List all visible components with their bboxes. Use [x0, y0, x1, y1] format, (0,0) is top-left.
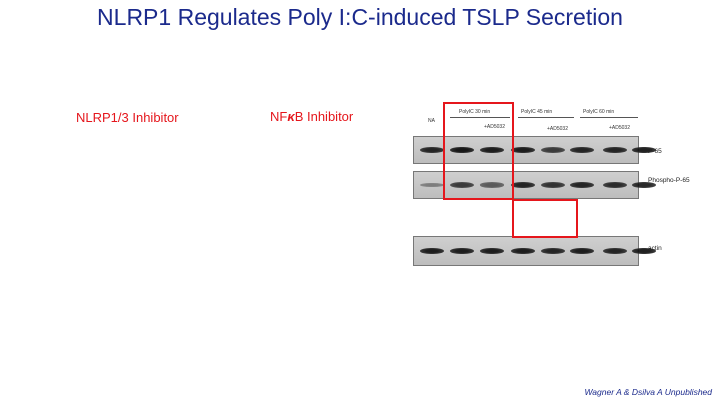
blot-band [511, 247, 535, 255]
blot-band [541, 181, 565, 189]
blot-band [570, 146, 594, 154]
blot-strip-actin [413, 236, 656, 266]
header-treat-30: +AD5032 [484, 124, 505, 130]
header-polyic-45: PolyIC 45 min [521, 109, 553, 115]
blot-band [420, 247, 444, 255]
blot-band [632, 247, 656, 255]
blot-band [603, 247, 627, 255]
row-label-p65: P-65 [648, 148, 662, 155]
nfkb-label-suffix: B Inhibitor [294, 109, 354, 124]
blot-band [420, 146, 444, 154]
header-line-30 [450, 117, 510, 118]
row-label-actin: actin [648, 245, 662, 252]
blot-band [450, 181, 474, 189]
header-na: NA [428, 118, 435, 124]
blot-band [603, 146, 627, 154]
blot-band [570, 247, 594, 255]
blot-band [420, 182, 444, 188]
blot-strip-p65 [413, 136, 656, 164]
header-treat-60: +AD5032 [609, 125, 630, 131]
blot-band [511, 146, 535, 154]
blot-band [541, 146, 565, 154]
nfkb-label-kappa: κ [287, 109, 295, 124]
header-polyic-60: PolyIC 60 min [583, 109, 615, 115]
nfkb-inhibitor-label: NFκB Inhibitor [270, 109, 353, 124]
blot-band [570, 181, 594, 189]
header-treat-45: +AD5032 [547, 126, 568, 132]
blot-band [450, 247, 474, 255]
blot-band [541, 247, 565, 255]
header-polyic-30: PolyIC 30 min [459, 109, 491, 115]
blot-strip-phospho-p65 [413, 171, 656, 199]
slide-title: NLRP1 Regulates Poly I:C-induced TSLP Se… [97, 4, 623, 30]
blot-band [632, 146, 656, 154]
header-line-60 [580, 117, 638, 118]
highlight-box-45min [512, 199, 578, 238]
blot-band [480, 146, 504, 154]
blot-band [603, 181, 627, 189]
blot-band [632, 181, 656, 189]
header-line-45 [518, 117, 574, 118]
blot-band [450, 146, 474, 154]
row-label-phospho-p65: Phospho-P-65 [648, 177, 690, 184]
blot-band [511, 181, 535, 189]
nfkb-label-prefix: NF [270, 109, 288, 124]
highlight-box-30min [443, 102, 514, 200]
citation-footnote: Wagner A & Dsilva A Unpublished [584, 387, 712, 397]
nlrp-inhibitor-label: NLRP1/3 Inhibitor [76, 110, 179, 125]
blot-band [480, 247, 504, 255]
western-blot-panel: NA PolyIC 30 min +AD5032 PolyIC 45 min +… [400, 96, 720, 276]
blot-band [480, 182, 504, 188]
